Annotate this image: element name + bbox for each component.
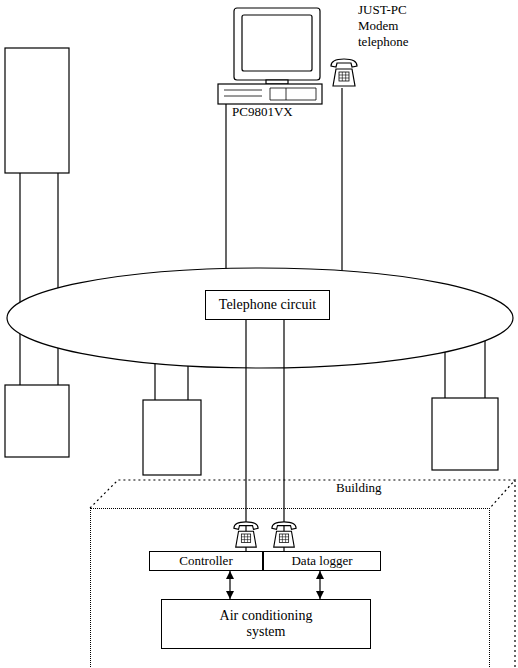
remote-buildings	[5, 48, 498, 475]
telephone	[234, 522, 258, 547]
controller-box: Controller	[149, 551, 263, 571]
building-box: BuildingControllerData loggerAir conditi…	[90, 508, 490, 668]
pc-unit	[218, 84, 322, 104]
node-text: Data logger	[291, 554, 352, 569]
remote-building	[143, 400, 201, 475]
connector	[319, 571, 320, 599]
pc-details	[224, 88, 316, 100]
connector	[229, 571, 230, 599]
remote-building	[432, 398, 498, 470]
logger-box: Data logger	[263, 551, 381, 571]
node-text: Building	[336, 481, 382, 496]
node-text: Air conditioning system	[206, 608, 326, 640]
network-ellipse	[7, 268, 513, 368]
modem-telephone	[331, 59, 357, 86]
connector	[245, 320, 246, 551]
modem-label: JUST-PC Modem telephone	[358, 2, 420, 50]
remote-building	[5, 385, 69, 457]
node-text: Telephone circuit	[219, 297, 316, 313]
network-box: Telephone circuit	[205, 290, 330, 320]
monitor	[234, 8, 320, 80]
telephone	[272, 522, 296, 547]
computer-label: PC9801VX	[232, 104, 293, 120]
connector	[283, 320, 284, 551]
remote-building	[5, 48, 69, 173]
pc-computer	[218, 8, 322, 104]
system-box: Air conditioning system	[161, 599, 371, 649]
node-text: Controller	[179, 554, 232, 569]
screen	[242, 15, 312, 71]
